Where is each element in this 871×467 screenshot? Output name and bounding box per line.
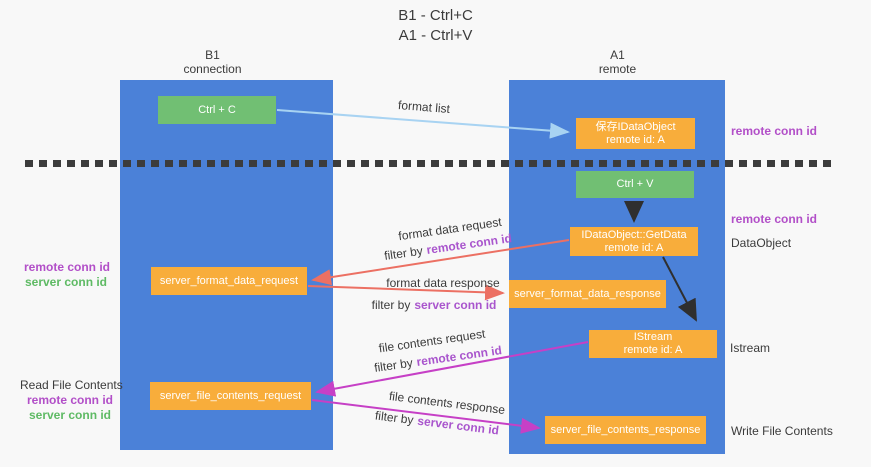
title-line-2: A1 - Ctrl+V <box>398 27 473 44</box>
lane-header-a1: A1 remote <box>510 48 725 76</box>
write-file-contents-label: Write File Contents <box>731 424 833 438</box>
node-server-format-data-request: server_format_data_request <box>151 267 307 295</box>
node-getdata-line1: IDataObject::GetData <box>581 228 687 241</box>
lane-b1-name: B1 <box>205 48 220 62</box>
filter-prefix: filter by <box>371 298 411 312</box>
filter-prefix: filter by <box>374 408 415 428</box>
node-ctrl-c: Ctrl + C <box>158 96 276 124</box>
left-server-conn-id-2: server conn id <box>28 408 112 422</box>
filter-prefix: filter by <box>383 243 424 263</box>
node-idataobject-getdata: IDataObject::GetData remote id: A <box>570 227 698 256</box>
node-istream-line1: IStream <box>633 331 673 343</box>
lane-a1-name: A1 <box>610 48 625 62</box>
read-file-contents-label: Read File Contents <box>20 378 123 392</box>
node-getdata-line2: remote id: A <box>604 241 664 254</box>
left-remote-conn-id: remote conn id <box>24 260 111 274</box>
node-server-file-contents-response: server_file_contents_response <box>545 416 706 444</box>
istream-label: Istream <box>730 341 771 355</box>
node-istream-line2: remote id: A <box>623 344 683 356</box>
left-remote-conn-id-2: remote conn id <box>26 393 113 407</box>
right-remote-conn-id-top: remote conn id <box>731 124 818 138</box>
lane-b1-sub: connection <box>183 62 242 76</box>
node-istream: IStream remote id: A <box>589 330 717 358</box>
left-server-conn-id: server conn id <box>24 275 108 289</box>
filter-server-conn-id: server conn id <box>414 298 497 312</box>
node-save-idataobject: 保存IDataObject remote id: A <box>576 118 695 149</box>
diagram-title: B1 - Ctrl+C A1 - Ctrl+V <box>0 6 871 46</box>
node-save-idataobject-line1: 保存IDataObject <box>595 120 676 133</box>
node-save-idataobject-line2: remote id: A <box>606 133 665 146</box>
filter-prefix: filter by <box>373 355 414 375</box>
node-server-format-data-response: server_format_data_response <box>509 280 666 308</box>
lane-a1-sub: remote <box>598 62 637 76</box>
node-ctrl-c-label: Ctrl + C <box>198 103 236 116</box>
lane-header-b1: B1 connection <box>106 48 319 76</box>
dashed-divider <box>25 160 832 167</box>
node-ctrl-v: Ctrl + V <box>576 171 694 198</box>
node-file-request-label: server_file_contents_request <box>159 389 302 402</box>
format-data-response-label: format data response <box>386 276 500 290</box>
node-file-response-label: server_file_contents_response <box>550 423 701 436</box>
title-line-1: B1 - Ctrl+C <box>398 7 473 24</box>
dataobject-label: DataObject <box>731 236 792 250</box>
right-remote-conn-id-mid: remote conn id <box>731 212 818 226</box>
format-list-label: format list <box>397 97 451 117</box>
left-conn-id-labels: remote conn id server conn id <box>24 260 111 290</box>
filter-server-conn-id: server conn id <box>416 413 500 438</box>
node-format-response-label: server_format_data_response <box>514 287 661 300</box>
node-server-file-contents-request: server_file_contents_request <box>150 382 311 410</box>
read-file-contents-labels: Read File Contents remote conn id server… <box>20 378 123 423</box>
node-ctrl-v-label: Ctrl + V <box>616 178 654 190</box>
node-format-request-label: server_format_data_request <box>159 274 299 287</box>
